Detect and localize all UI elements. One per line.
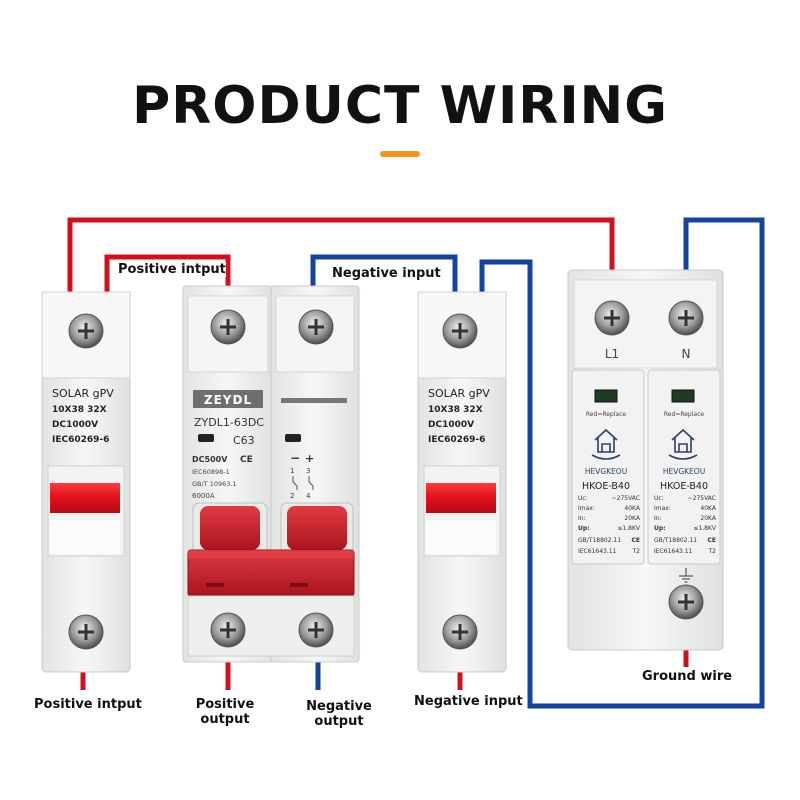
positive-wire-top-short <box>104 254 231 300</box>
negative-wire-loop <box>479 217 765 709</box>
spd-in-label-left: In: <box>578 515 586 522</box>
page-title: PRODUCT WIRING <box>132 76 668 136</box>
breaker-terminal-1: 1 <box>290 467 294 475</box>
breaker-rating: C63 <box>233 434 255 447</box>
label-ground-wire: Ground wire <box>642 669 733 684</box>
breaker-terminal-2: 2 <box>290 492 294 500</box>
label-positive-input-bottom: Positive intput <box>34 697 142 712</box>
fuse2-line1: SOLAR gPV <box>428 387 490 400</box>
label-negative-output: Negative output <box>300 699 378 729</box>
spd-ce-left: CE <box>631 537 640 544</box>
spd-in-value-left: 20KA <box>624 515 640 522</box>
spd-in-label-right: In: <box>654 515 662 522</box>
spd-std2-left: IEC61643.11 <box>578 548 617 555</box>
breaker-terminal-4: 4 <box>306 492 311 500</box>
spd-uc-value-right: ~275VAC <box>688 495 716 502</box>
fuse-holder-negative: SOLAR gPV 10X38 32X DC1000V IEC60269-6 <box>417 291 507 673</box>
title-underline <box>380 151 420 157</box>
breaker-model: ZYDL1-63DC <box>194 416 264 429</box>
breaker-capacity: 6000A <box>192 492 215 500</box>
breaker-std1: IEC60898-1 <box>192 468 230 476</box>
spd-up-value-left: ≤1.8KV <box>617 525 641 532</box>
spd-std2-right: IEC61643.11 <box>654 548 693 555</box>
spd-class-right: T2 <box>708 548 717 555</box>
label-positive-output-line2: output <box>200 712 250 727</box>
breaker-ce: CE <box>240 455 253 465</box>
spd-terminal-l1: L1 <box>605 347 619 361</box>
label-positive-output: Positive output <box>188 697 262 727</box>
spd-std1-right: GB/T18802.11 <box>654 537 697 544</box>
breaker-brand: ZEYDL <box>204 393 252 407</box>
spd-model-left: HKOE-B40 <box>582 481 630 492</box>
fuse1-line1: SOLAR gPV <box>52 387 114 400</box>
label-positive-output-line1: Positive <box>195 697 255 712</box>
fuse2-line3: DC1000V <box>428 420 474 430</box>
spd-replace-right: Red=Replace <box>664 411 704 418</box>
spd-imax-value-right: 40KA <box>700 505 716 512</box>
label-negative-input-bottom: Negative input <box>414 694 523 709</box>
spd-class-left: T2 <box>632 548 641 555</box>
label-negative-output-line1: Negative <box>306 699 372 714</box>
breaker-terminal-3: 3 <box>306 467 310 475</box>
breaker-voltage: DC500V <box>192 455 228 464</box>
surge-protector: L1 N Red=Replace Red=Replace HEVGKEOU HE… <box>567 269 724 651</box>
fuse2-line2: 10X38 32X <box>428 405 483 415</box>
spd-uc-label-right: Uc: <box>654 495 664 502</box>
breaker-minus: − <box>290 451 300 465</box>
spd-brand-right: HEVGKEOU <box>663 467 705 476</box>
spd-brand-left: HEVGKEOU <box>585 467 627 476</box>
fuse1-line2: 10X38 32X <box>52 405 107 415</box>
spd-uc-value-left: ~275VAC <box>612 495 640 502</box>
spd-up-value-right: ≤1.8KV <box>693 525 717 532</box>
fuse1-line3: DC1000V <box>52 420 98 430</box>
spd-terminal-n: N <box>682 347 691 361</box>
spd-up-label-right: Up: <box>654 525 666 532</box>
negative-wire-top-short <box>310 254 458 300</box>
breaker-std2: GB/T 10963.1 <box>192 480 237 488</box>
spd-imax-label-right: Imax: <box>654 505 671 512</box>
spd-up-label-left: Up: <box>578 525 590 532</box>
label-positive-input-top: Positive intput <box>118 262 226 277</box>
fuse1-line4: IEC60269-6 <box>52 435 109 445</box>
spd-in-value-right: 20KA <box>700 515 716 522</box>
spd-logo-right <box>668 428 698 460</box>
label-negative-output-line2: output <box>314 714 364 729</box>
spd-std1-left: GB/T18802.11 <box>578 537 621 544</box>
dc-circuit-breaker: ZEYDL ZYDL1-63DC C63 DC500V CE IEC60898-… <box>182 285 360 663</box>
spd-imax-label-left: Imax: <box>578 505 595 512</box>
ground-symbol-icon <box>679 568 693 583</box>
spd-replace-left: Red=Replace <box>586 411 626 418</box>
spd-uc-label-left: Uc: <box>578 495 588 502</box>
spd-imax-value-left: 40KA <box>624 505 640 512</box>
breaker-plus: + <box>305 452 314 465</box>
spd-ce-right: CE <box>707 537 716 544</box>
fuse-holder-positive: SOLAR gPV 10X38 32X DC1000V IEC60269-6 <box>41 291 131 673</box>
spd-logo-left <box>591 428 621 460</box>
label-negative-input-top: Negative input <box>332 266 441 281</box>
fuse2-line4: IEC60269-6 <box>428 435 485 445</box>
spd-model-right: HKOE-B40 <box>660 481 708 492</box>
